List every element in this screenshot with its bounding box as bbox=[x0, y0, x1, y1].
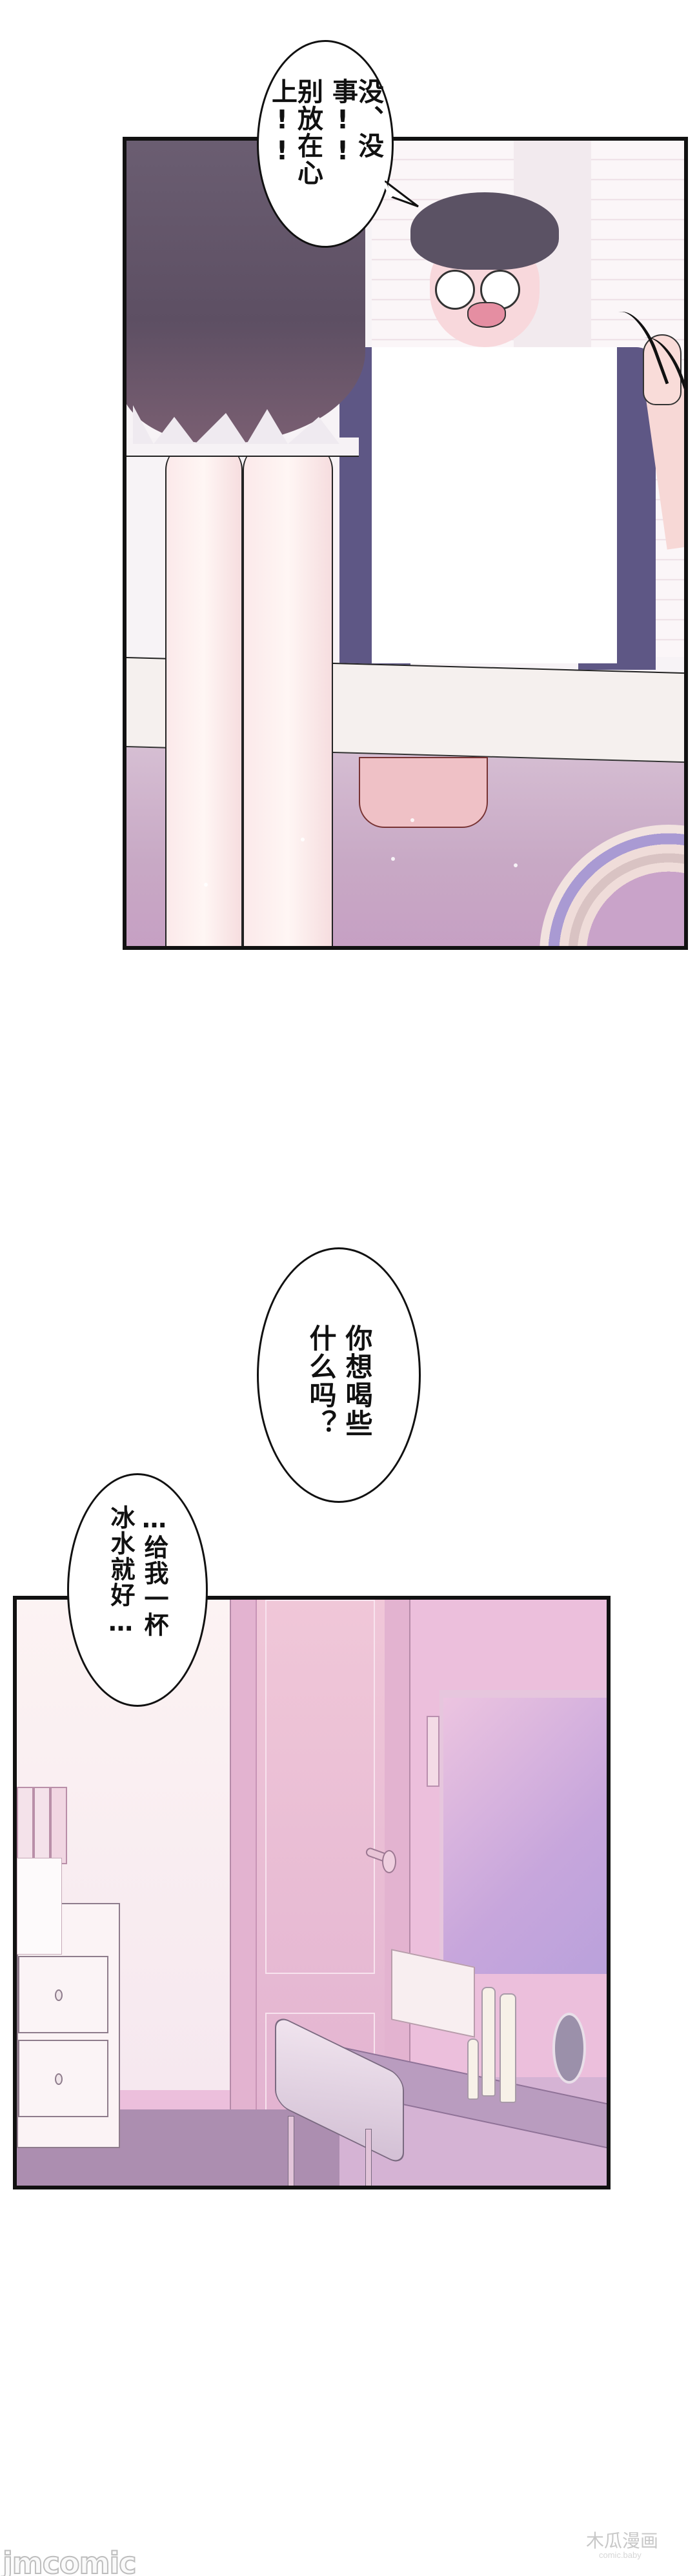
dresser-drawer bbox=[18, 2040, 108, 2117]
speech-bubble-3: …给我一杯 冰水就好… bbox=[67, 1473, 208, 1707]
stool-leg bbox=[365, 2129, 372, 2186]
bubble-1-line-2: 别放在心上!! bbox=[267, 78, 323, 186]
mugua-watermark-title: 木瓜漫画 bbox=[586, 2530, 659, 2551]
light-switch bbox=[427, 1716, 439, 1787]
drawer-knob bbox=[55, 1989, 63, 2001]
sparkle bbox=[391, 857, 395, 861]
bubble-3-line-2: 冰水就好… bbox=[106, 1505, 135, 1638]
binder bbox=[17, 1787, 34, 1864]
binder bbox=[34, 1787, 50, 1864]
bubble-3-line-1: …给我一杯 bbox=[140, 1505, 168, 1638]
drawer-knob bbox=[55, 2073, 63, 2085]
cosmetic-bottle bbox=[500, 1993, 516, 2103]
boy-knees-under-table bbox=[359, 757, 488, 828]
speech-bubble-1: 没、没事!! 别放在心上!! bbox=[257, 40, 394, 248]
boy-hair bbox=[410, 192, 559, 270]
bubble-1-line-1: 没、没事!! bbox=[328, 78, 383, 167]
jmcomic-watermark-logo: jmcomic bbox=[2, 2545, 137, 2576]
sparkle bbox=[514, 863, 518, 867]
boy-waving-hand bbox=[643, 334, 682, 405]
bubble-2-line-2: 什么吗？ bbox=[305, 1324, 337, 1438]
bubble-2-line-1: 你想喝些 bbox=[341, 1324, 373, 1438]
speech-bubble-2: 你想喝些 什么吗？ bbox=[257, 1247, 421, 1503]
mugua-watermark-url: comic.baby bbox=[599, 2550, 641, 2560]
glasses-left-lens bbox=[435, 270, 475, 310]
door-handle-rose bbox=[382, 1850, 396, 1873]
hand-mirror bbox=[552, 2013, 586, 2084]
boy-white-shirt bbox=[372, 347, 617, 663]
girl-right-leg bbox=[243, 444, 333, 946]
sparkle bbox=[204, 883, 208, 887]
cosmetic-bottle bbox=[481, 1987, 496, 2097]
stool-leg bbox=[288, 2116, 294, 2186]
sparkle bbox=[410, 818, 414, 822]
binder bbox=[50, 1787, 67, 1864]
sparkle bbox=[301, 838, 305, 841]
white-dresser bbox=[17, 1903, 120, 2148]
dresser-drawer bbox=[18, 1956, 108, 2033]
desk-calendar bbox=[17, 1858, 62, 1955]
cosmetic-bottle bbox=[467, 2038, 479, 2100]
vanity-mirror bbox=[439, 1690, 607, 1974]
comic-panel-1 bbox=[123, 137, 688, 950]
girl-left-leg bbox=[165, 444, 243, 946]
door-upper-panel bbox=[265, 1600, 375, 1974]
bubble-1-tail bbox=[385, 181, 419, 208]
boy-open-mouth bbox=[467, 302, 506, 328]
